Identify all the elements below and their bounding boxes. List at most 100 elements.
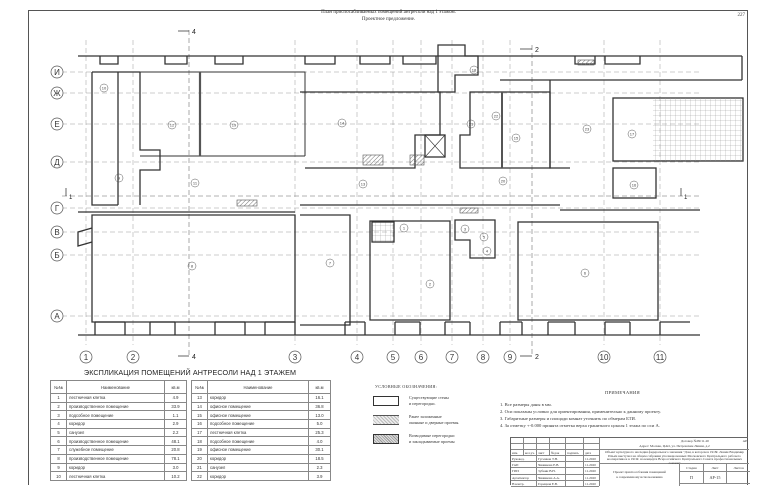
svg-text:20: 20	[501, 179, 506, 184]
address: Адрес: Москва, ЦАО, ул. Петровские Линии…	[639, 444, 710, 448]
svg-text:11: 11	[193, 181, 198, 186]
note-item: 2. Оси показаны условно для ориентирован…	[500, 409, 661, 414]
walls	[77, 44, 744, 336]
sheet-meta: Стадия Лист Листов П АР-15	[680, 464, 751, 486]
row-axis-lines	[62, 71, 700, 317]
room-numbers: 10 9 12 19 11 14 1 3 18 21 22 15 20 23 17…	[99, 65, 639, 289]
svg-text:5: 5	[483, 235, 486, 240]
revision-header-row: изм. кол.уч. лист №док подпись дата	[511, 450, 599, 457]
signature-row: Н.контр.Горецкая Е.В.11.2020	[511, 480, 599, 487]
svg-text:2: 2	[535, 47, 539, 54]
svg-text:2: 2	[429, 282, 432, 287]
header-name: Наименование	[66, 380, 165, 394]
header-area: кв.м	[308, 380, 331, 394]
svg-text:2: 2	[131, 353, 136, 362]
svg-text:12: 12	[170, 123, 175, 128]
title-line-2: Проектное предложение.	[361, 17, 416, 22]
stage-value: П	[680, 472, 704, 484]
title-line-1: План приспосабливаемых помещений антресо…	[321, 10, 456, 15]
svg-text:В: В	[54, 228, 59, 237]
drawing-sheet: 227	[28, 10, 748, 485]
svg-text:1: 1	[69, 195, 73, 201]
svg-text:1: 1	[403, 226, 406, 231]
signature-row: Руковод.Гусенков Т.Н.11.2020	[511, 456, 599, 463]
svg-text:21: 21	[469, 122, 474, 127]
svg-text:6: 6	[419, 353, 424, 362]
svg-text:3: 3	[464, 227, 467, 232]
revision-grid: изм. кол.уч. лист №док подпись дата Руко…	[511, 438, 599, 487]
svg-text:15: 15	[514, 136, 519, 141]
contract-row: Договор №09/11-20 АР Адрес: Москва, ЦАО,…	[600, 438, 749, 450]
sheets-label: Листов	[727, 464, 751, 472]
svg-text:8: 8	[191, 264, 194, 269]
contract-number: Договор №09/11-20	[680, 439, 709, 443]
svg-text:А: А	[54, 312, 60, 321]
svg-text:4: 4	[192, 354, 196, 361]
svg-text:Е: Е	[54, 120, 59, 129]
svg-text:23: 23	[585, 127, 590, 132]
svg-text:11: 11	[656, 353, 665, 362]
sheet-value: АР-15	[703, 472, 728, 484]
new-partition-symbol-icon	[373, 433, 399, 444]
drawing-title: План приспосабливаемых помещений антресо…	[0, 9, 777, 23]
row-axis-markers: И Ж Е Д Г В Б А	[50, 65, 64, 323]
svg-text:1: 1	[84, 353, 89, 362]
infill-hatches	[236, 59, 595, 214]
sheets-value	[727, 472, 751, 484]
svg-text:19: 19	[232, 123, 237, 128]
header-num: №№	[191, 380, 208, 394]
header-num: №№	[50, 380, 67, 394]
axis-И: И	[54, 68, 60, 77]
svg-text:Б: Б	[54, 251, 59, 260]
svg-text:22: 22	[494, 114, 499, 119]
svg-text:4: 4	[355, 353, 360, 362]
svg-text:3: 3	[293, 353, 298, 362]
sheet-label: Лист	[703, 464, 728, 472]
svg-text:14: 14	[340, 121, 345, 126]
svg-text:2: 2	[535, 354, 539, 361]
title-block-info: Договор №09/11-20 АР Адрес: Москва, ЦАО,…	[599, 438, 751, 486]
title-block: изм. кол.уч. лист №док подпись дата Руко…	[510, 437, 751, 487]
column-axis-markers: 1 2 3 4 5 6 7 8 9 10 11	[79, 350, 667, 364]
svg-text:10: 10	[102, 86, 107, 91]
svg-text:17: 17	[630, 132, 635, 137]
note-item: 4. За отметку +-0.000 принята отметка ве…	[500, 423, 660, 428]
svg-text:Ж: Ж	[53, 89, 61, 98]
header-area: кв.м	[164, 380, 187, 394]
svg-text:9: 9	[508, 353, 513, 362]
svg-text:4: 4	[192, 29, 196, 36]
svg-text:16: 16	[632, 183, 637, 188]
existing-wall-symbol-icon	[373, 395, 399, 406]
note-item: 3. Габаритные размеры и площади комнат у…	[500, 416, 637, 421]
stage-label: Стадия	[680, 464, 704, 472]
svg-text:10: 10	[600, 353, 609, 362]
floor-plan: 10 9 12 19 11 14 13 18 21 22 15 20 23 17…	[50, 29, 744, 364]
svg-text:18: 18	[472, 68, 477, 73]
filled-opening-symbol-icon	[373, 414, 399, 425]
svg-text:8: 8	[481, 353, 486, 362]
legend-title: УСЛОВНЫЕ ОБОЗНАЧЕНИЯ:	[375, 384, 438, 389]
column-axis-lines	[85, 30, 661, 355]
svg-text:7: 7	[450, 353, 455, 362]
svg-text:4: 4	[486, 249, 489, 254]
svg-text:9: 9	[118, 176, 121, 181]
page-number: 227	[737, 13, 746, 18]
